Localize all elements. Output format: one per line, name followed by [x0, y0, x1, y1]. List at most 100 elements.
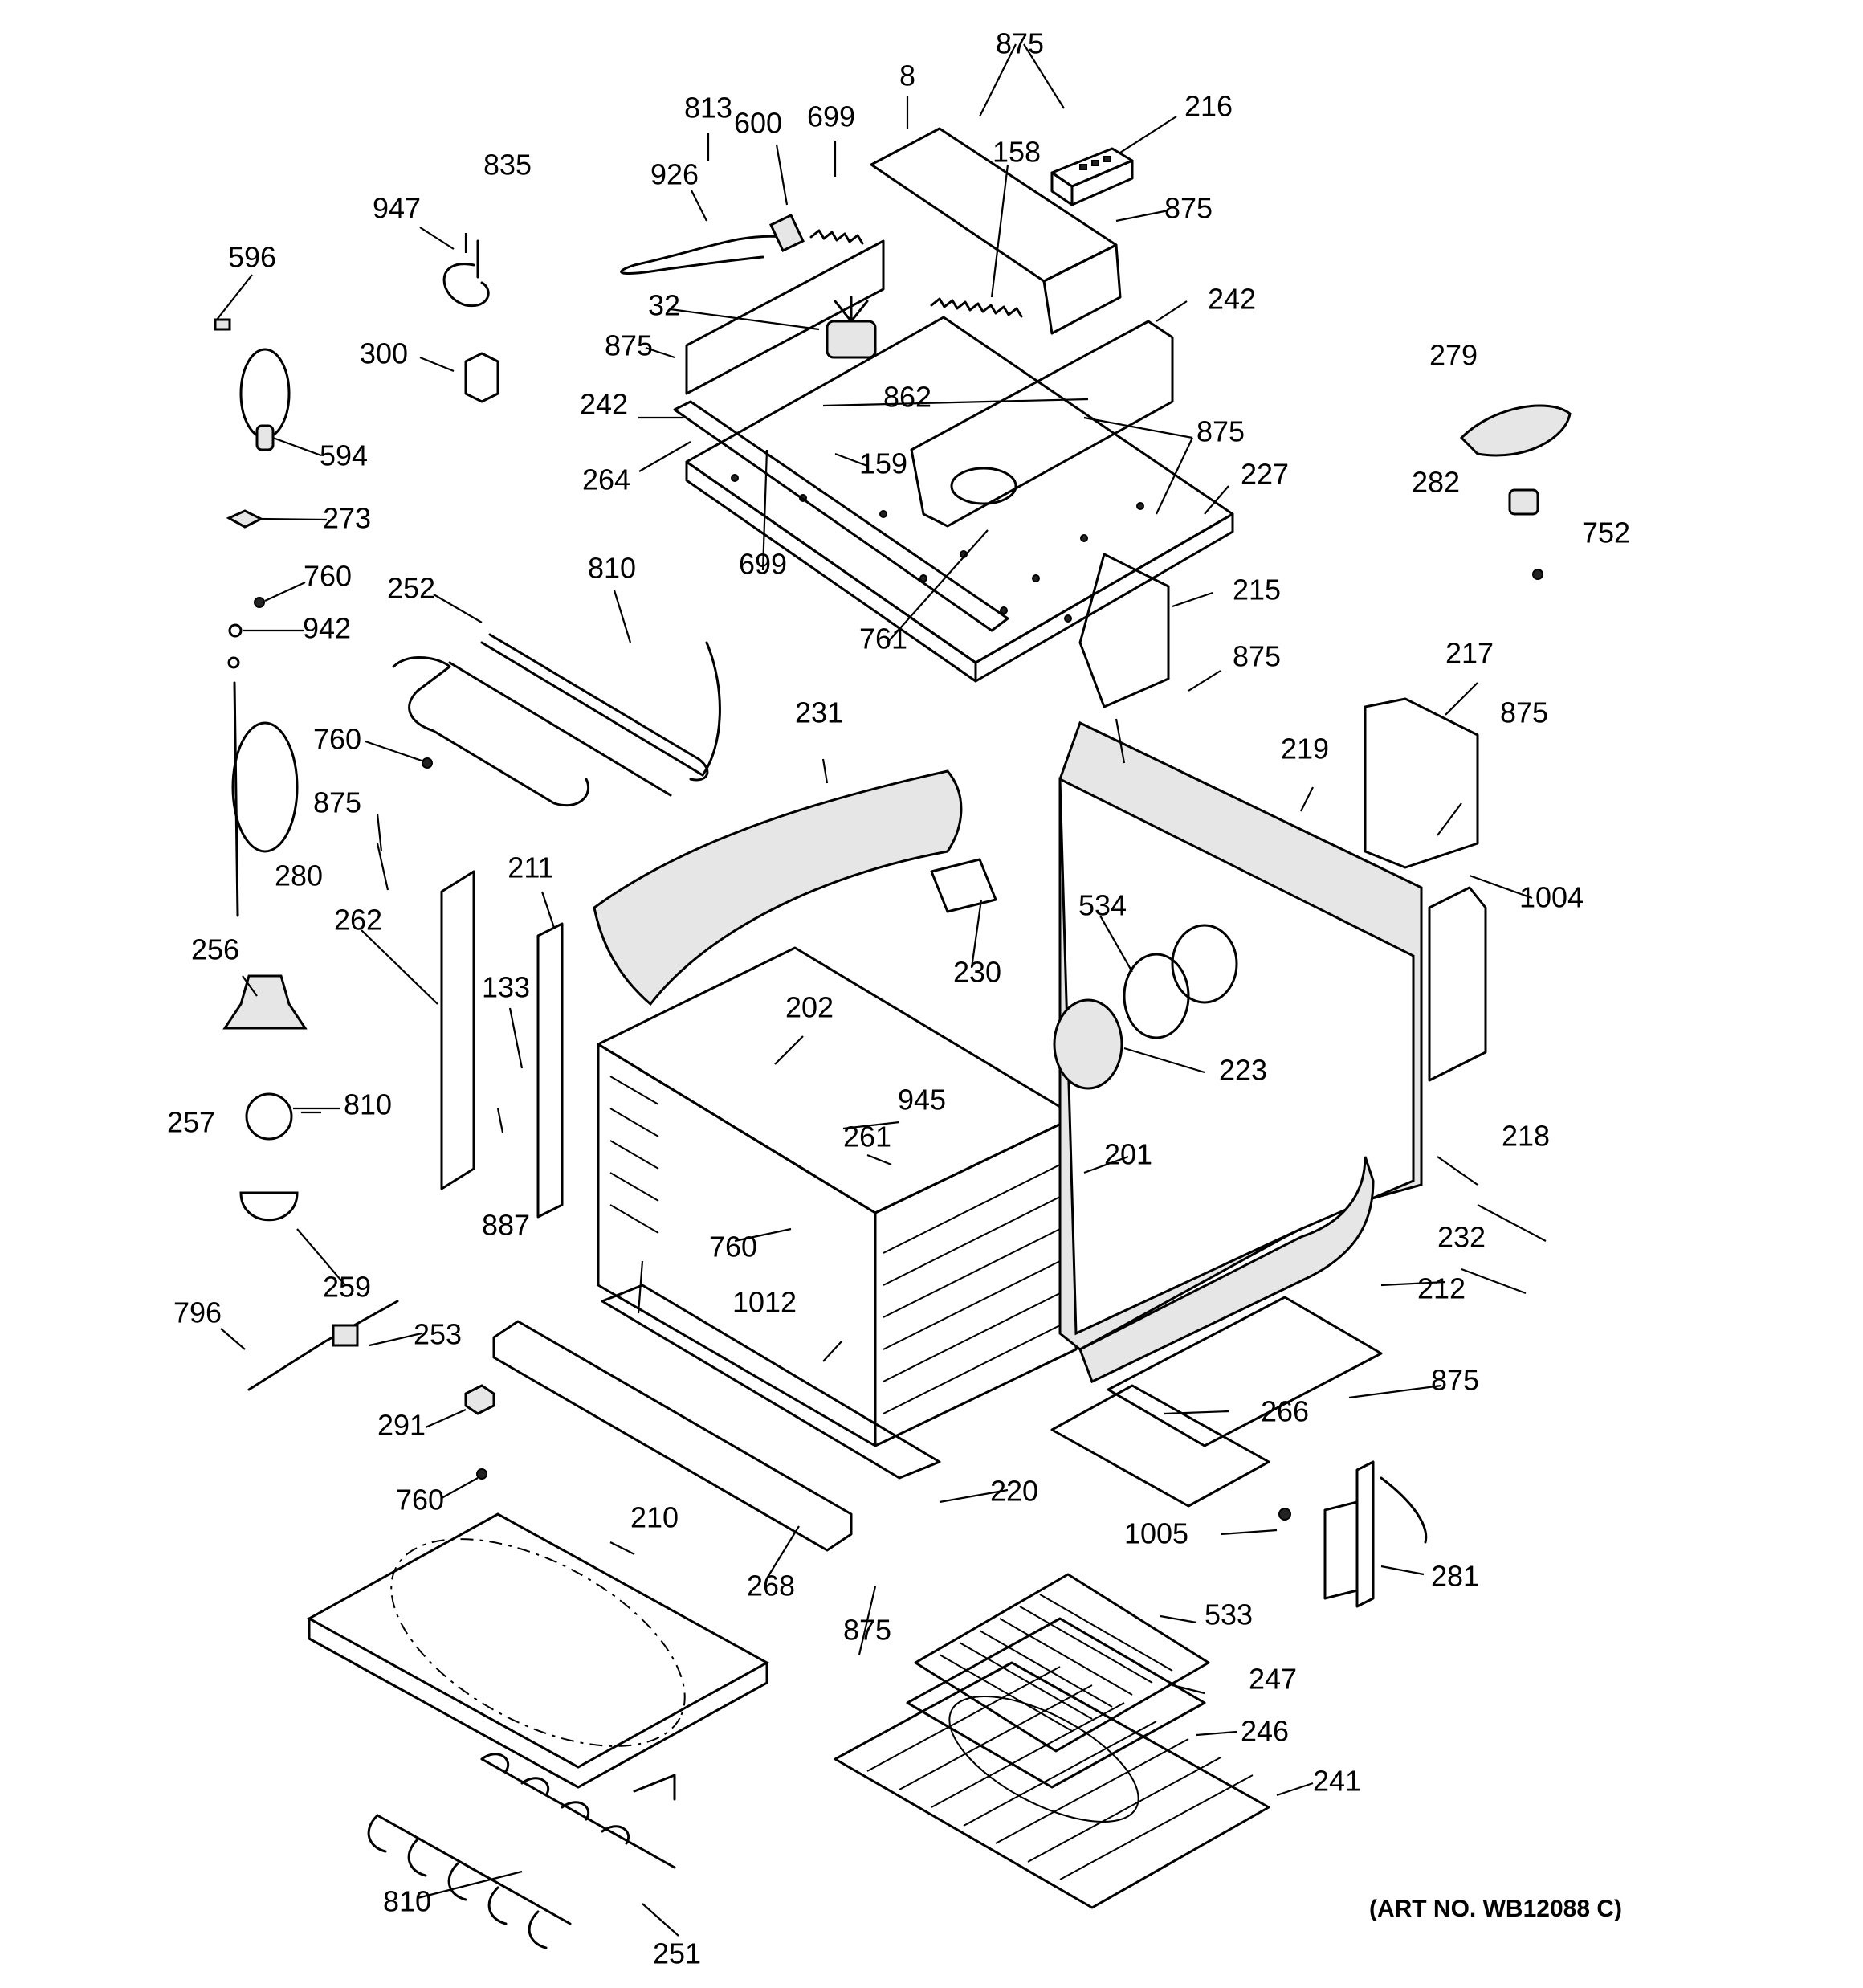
- bottom-panel-210-outline: [390, 1538, 686, 1747]
- label-273: 273: [323, 502, 371, 535]
- label-810-bake: 810: [383, 1885, 431, 1918]
- label-252: 252: [387, 572, 435, 605]
- label-32: 32: [648, 289, 680, 322]
- label-875-217: 875: [1500, 696, 1548, 729]
- insulation-231: [593, 769, 963, 1006]
- label-231: 231: [795, 696, 843, 729]
- screw-752: [1532, 569, 1543, 580]
- label-760-bottom: 760: [396, 1484, 444, 1517]
- label-230: 230: [953, 956, 1001, 989]
- label-875-left-chassis: 875: [605, 329, 653, 362]
- wire-harness-926: [620, 235, 785, 275]
- label-942: 942: [303, 612, 351, 645]
- part-596: [214, 318, 231, 331]
- label-699-top: 699: [807, 100, 855, 133]
- label-256: 256: [191, 933, 239, 966]
- label-875-top: 875: [996, 27, 1044, 60]
- bottom-panel-210: [306, 1512, 770, 1769]
- label-211: 211: [508, 851, 553, 884]
- label-257: 257: [167, 1106, 215, 1139]
- label-596: 596: [228, 241, 276, 274]
- label-268: 268: [747, 1570, 795, 1602]
- label-223: 223: [1219, 1054, 1267, 1087]
- leader-lines: [216, 43, 1547, 1937]
- label-760-cavity: 760: [709, 1231, 757, 1263]
- label-810-broil: 810: [588, 552, 636, 585]
- panel-215: [1078, 553, 1170, 708]
- bottom-plate-266: [1050, 1384, 1270, 1508]
- label-261: 261: [843, 1121, 891, 1153]
- parts-artwork: [214, 127, 1572, 1949]
- label-887: 887: [482, 1209, 530, 1242]
- trim-268: [492, 1320, 853, 1552]
- label-1005: 1005: [1124, 1517, 1188, 1550]
- label-926: 926: [650, 158, 699, 191]
- panel-218: [1428, 886, 1487, 1082]
- clip-291: [464, 1384, 495, 1415]
- label-760-probe: 760: [304, 560, 352, 593]
- label-291: 291: [377, 1409, 426, 1442]
- label-8: 8: [899, 59, 915, 92]
- label-242-right: 242: [1208, 283, 1256, 316]
- front-rail-264: [673, 400, 1009, 632]
- connector-253: [332, 1324, 359, 1347]
- label-201: 201: [1104, 1138, 1152, 1171]
- label-594: 594: [320, 439, 368, 472]
- label-158: 158: [993, 136, 1041, 169]
- label-752: 752: [1582, 516, 1630, 549]
- part-labels: 8 875 158 216 875 813 600 699 926 835 94…: [167, 27, 1630, 1970]
- probe-handle: [255, 424, 275, 451]
- lamp-assembly: [222, 974, 308, 1222]
- screw-1005: [1278, 1508, 1291, 1521]
- side-panel-211: [536, 922, 564, 1219]
- label-227: 227: [1241, 458, 1289, 491]
- bottom-panel-210-edge: [308, 1617, 768, 1789]
- label-247: 247: [1249, 1663, 1297, 1696]
- label-246: 246: [1241, 1715, 1289, 1748]
- part-282: [1508, 488, 1539, 516]
- screw-760-bottom: [476, 1468, 487, 1480]
- label-241: 241: [1313, 1765, 1361, 1798]
- clamp-947: [442, 263, 490, 308]
- label-300: 300: [360, 337, 408, 370]
- label-279: 279: [1429, 339, 1478, 372]
- label-875-266: 875: [1431, 1364, 1479, 1397]
- label-159: 159: [859, 447, 907, 480]
- label-875-right-chassis: 875: [1196, 415, 1245, 448]
- bracket-300: [464, 352, 499, 403]
- art-number: (ART NO. WB12088 C): [1369, 1896, 1622, 1922]
- label-280: 280: [275, 859, 323, 892]
- top-cover-side: [1042, 243, 1122, 335]
- label-212: 212: [1417, 1272, 1466, 1305]
- washer-942: [228, 623, 243, 638]
- label-262: 262: [334, 904, 382, 937]
- label-282: 282: [1412, 466, 1460, 499]
- label-600: 600: [734, 107, 782, 140]
- label-259: 259: [323, 1271, 371, 1304]
- label-813: 813: [684, 92, 732, 125]
- label-947: 947: [373, 192, 421, 225]
- fan-opening: [1171, 924, 1238, 1004]
- label-133: 133: [482, 971, 530, 1004]
- strip-220: [601, 1284, 941, 1480]
- spring-left: [809, 229, 864, 245]
- oven-racks: [834, 1573, 1270, 1909]
- label-216: 216: [1184, 90, 1233, 123]
- screw-760-probe: [254, 597, 265, 608]
- label-1004: 1004: [1519, 881, 1584, 914]
- fan-housing-223: [1053, 998, 1123, 1090]
- label-875-rail: 875: [313, 786, 361, 819]
- label-281: 281: [1431, 1560, 1479, 1593]
- part-273: [226, 509, 264, 529]
- label-533: 533: [1205, 1598, 1253, 1631]
- right-bracket-242: [910, 320, 1174, 528]
- label-810-lamp: 810: [344, 1088, 392, 1121]
- switch-600: [769, 213, 805, 253]
- insulation-232: [1078, 1156, 1375, 1384]
- label-875-right-top: 875: [1164, 192, 1213, 225]
- spring-right: [930, 297, 1023, 318]
- sensor-coil-280: [231, 721, 299, 853]
- label-761: 761: [859, 623, 907, 655]
- label-219: 219: [1281, 733, 1329, 765]
